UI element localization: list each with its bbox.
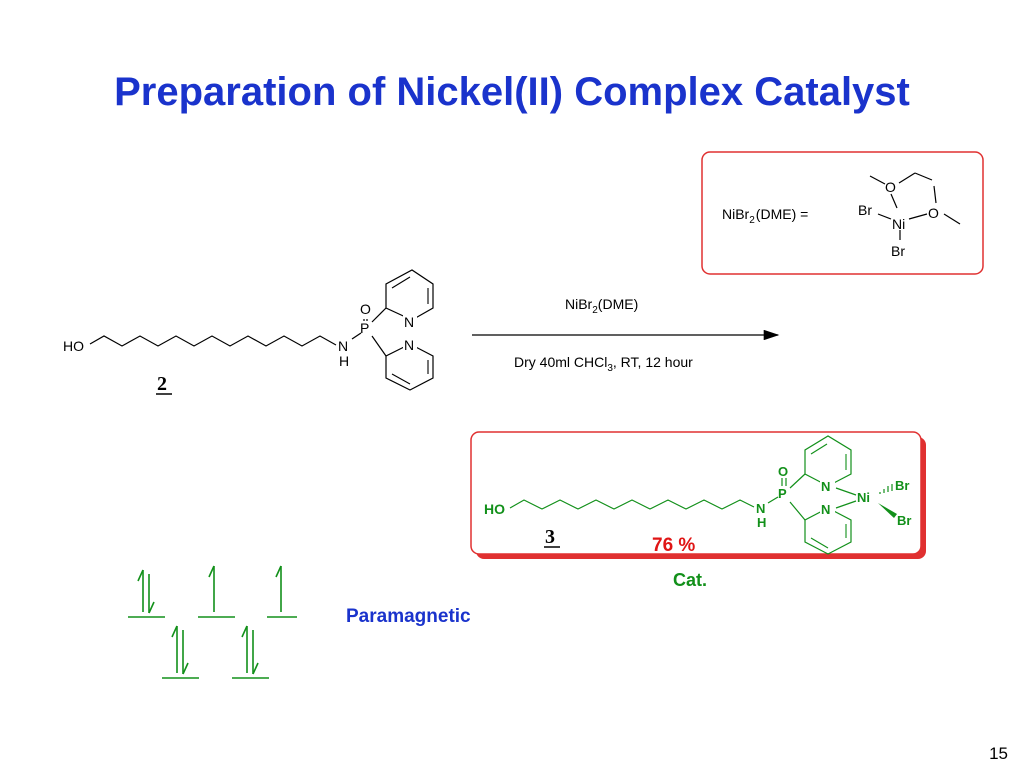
compound-2: HO N H P O N N 2 — [63, 269, 434, 395]
c3-atom-h: H — [757, 515, 766, 530]
c2-atom-ho: HO — [63, 338, 84, 354]
dme-atom-ni: Ni — [892, 216, 905, 232]
c3-atom-br2: Br — [897, 513, 911, 528]
catalyst-label: Cat. — [673, 570, 707, 590]
c3-atom-n: N — [756, 501, 765, 516]
compound-2-label: 2 — [157, 373, 167, 395]
c3-atom-ni: Ni — [857, 490, 870, 505]
dme-atom-o1: O — [885, 179, 896, 195]
c2-atom-h: H — [339, 353, 349, 369]
c3-atom-br1: Br — [895, 478, 909, 493]
conditions-label: Dry 40ml CHCl3, RT, 12 hour — [514, 354, 693, 374]
dme-structure — [869, 172, 961, 240]
c3-atom-ho: HO — [484, 501, 505, 517]
c3-pyridyl-n-2: N — [821, 502, 830, 517]
dme-atom-o2: O — [928, 205, 939, 221]
c2-atom-n: N — [338, 338, 348, 354]
dme-atom-br2: Br — [891, 243, 905, 259]
dme-box: NiBr2(DME) = O O Ni Br Br — [701, 151, 984, 275]
compound-3-label: 3 — [545, 526, 555, 548]
c2-alkyl-chain — [89, 335, 337, 347]
product-box: HO N H P O N N Ni — [470, 431, 926, 559]
dme-atom-br1: Br — [858, 202, 872, 218]
page-number: 15 — [989, 744, 1008, 763]
c3-atom-p: P — [778, 486, 787, 501]
c3-atom-o: O — [778, 464, 788, 479]
c2-atom-o: O — [360, 301, 371, 317]
c2-atom-p: P — [360, 320, 369, 336]
c2-pyridyl-n-2: N — [404, 337, 414, 353]
slide-title: Preparation of Nickel(II) Complex Cataly… — [114, 70, 910, 114]
paramagnetic-label: Paramagnetic — [346, 606, 471, 627]
c2-pyridyl-n-1: N — [404, 314, 414, 330]
dme-box-label: NiBr2(DME) = — [722, 206, 808, 226]
electron-diagram — [128, 565, 297, 679]
compound-3: HO N H P O N N Ni — [484, 435, 911, 555]
yield-label: 76 % — [652, 535, 695, 556]
c3-alkyl-chain — [509, 499, 755, 510]
c3-wedge-bond — [878, 503, 897, 518]
reagent-label: NiBr2(DME) — [565, 296, 638, 316]
c3-hashed-bond — [879, 484, 893, 494]
c3-pyridyl-n-1: N — [821, 479, 830, 494]
reaction-arrow: NiBr2(DME) Dry 40ml CHCl3, RT, 12 hour — [472, 296, 780, 374]
